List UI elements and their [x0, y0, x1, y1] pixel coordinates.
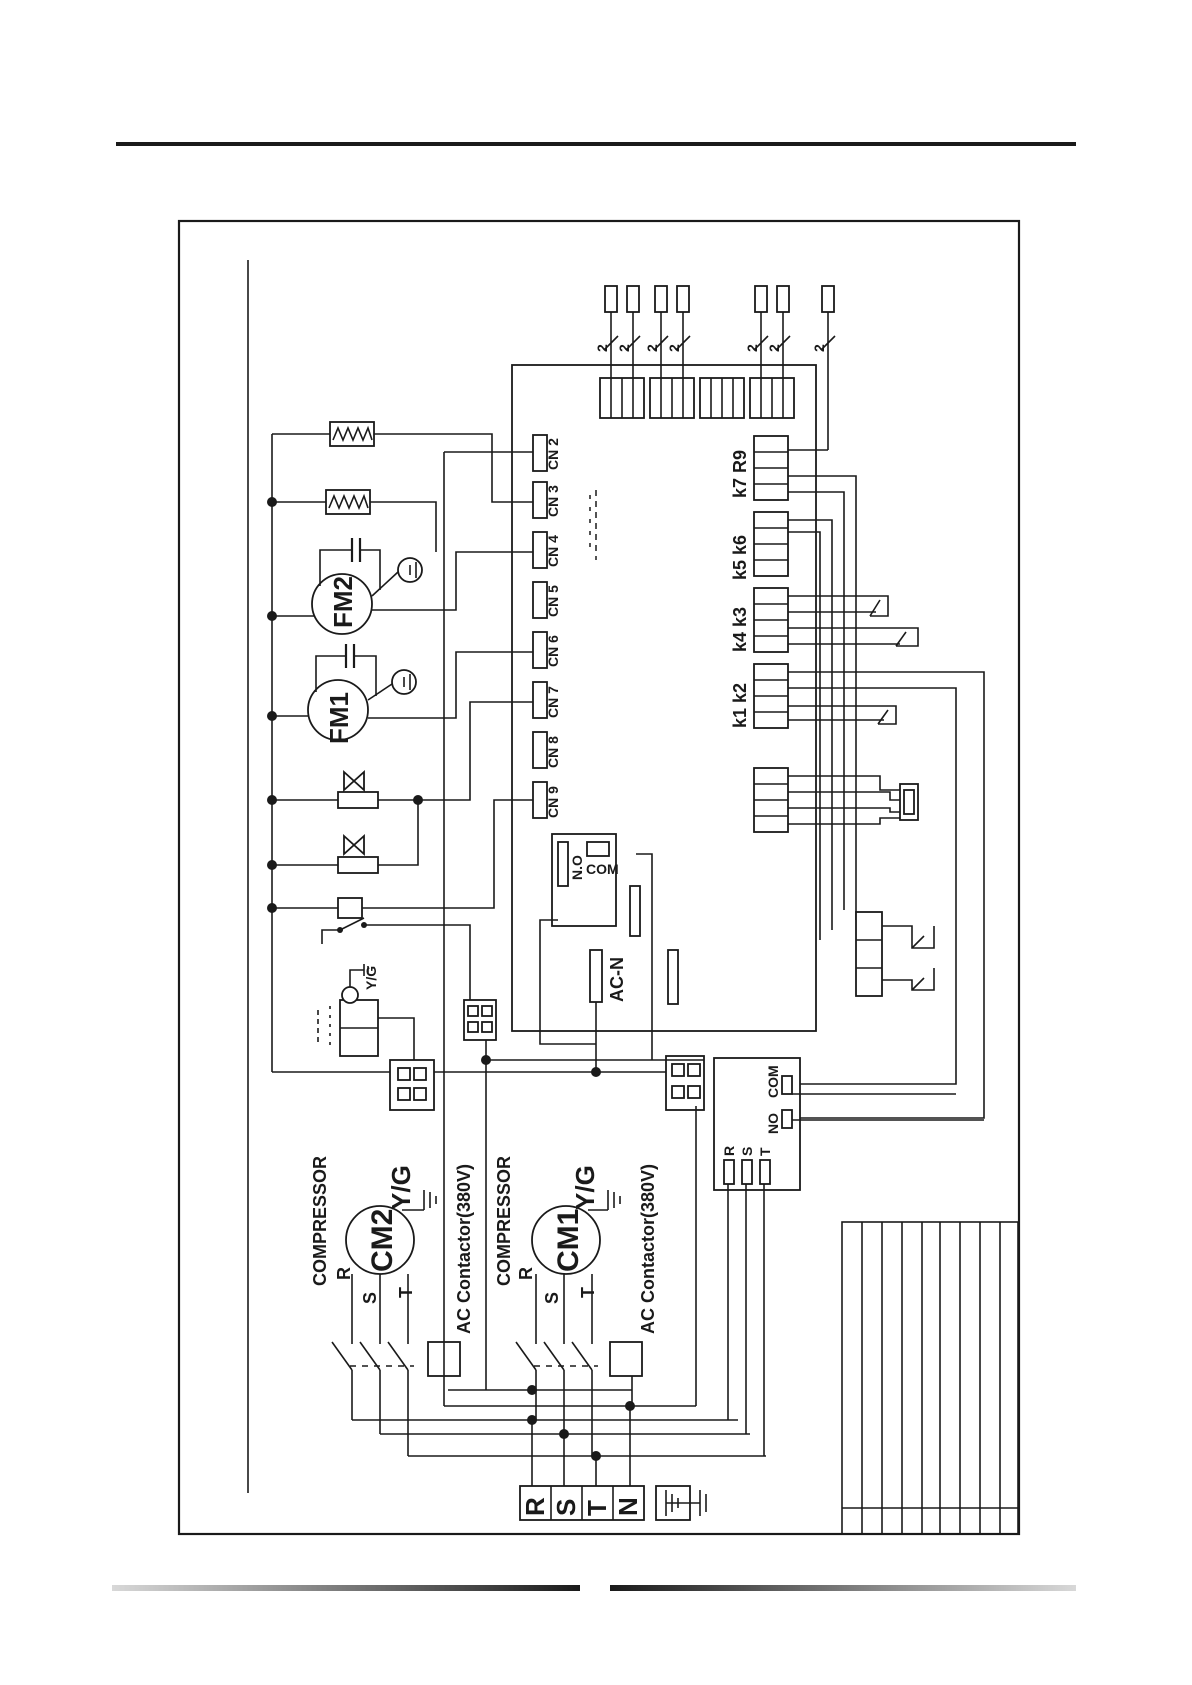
svg-text:2: 2: [744, 344, 760, 352]
connector-cn9: CN 9: [533, 782, 561, 818]
svg-text:R: R: [721, 1146, 737, 1156]
svg-text:2: 2: [616, 344, 632, 352]
svg-text:R: R: [516, 1267, 536, 1280]
connector-cn3: CN 3: [533, 482, 561, 518]
svg-text:COM: COM: [586, 861, 619, 877]
svg-text:CN 9: CN 9: [545, 786, 561, 818]
svg-text:CM1: CM1: [552, 1209, 585, 1272]
connector-cn6: CN 6: [533, 632, 561, 668]
svg-text:k7 R9: k7 R9: [730, 450, 750, 498]
svg-text:R: R: [520, 1497, 550, 1516]
svg-text:S: S: [551, 1499, 581, 1516]
svg-text:CN 6: CN 6: [545, 635, 561, 667]
relay-coil-icon: [272, 800, 533, 1000]
connector-cn5: CN 5: [533, 582, 561, 618]
svg-text:Y/G: Y/G: [363, 966, 379, 990]
svg-text:k1 k2: k1 k2: [730, 683, 750, 728]
svg-text:FM2: FM2: [328, 576, 358, 628]
compressor-cm2: COMPRESSOR CM2 Y/G R S T AC Contactor(38…: [310, 1156, 474, 1376]
connector-cn7: CN 7: [533, 682, 561, 718]
connector-cn4: CN 4: [533, 532, 561, 568]
svg-text:T: T: [757, 1147, 773, 1156]
board-part: [668, 950, 678, 1004]
heater-2-icon: [272, 490, 436, 552]
svg-text:CN 2: CN 2: [545, 438, 561, 470]
svg-text:S: S: [739, 1147, 755, 1156]
legend-grid: [842, 1222, 1018, 1534]
svg-text:FM1: FM1: [324, 692, 354, 744]
svg-text:COMPRESSOR: COMPRESSOR: [494, 1156, 514, 1286]
svg-text:S: S: [542, 1292, 562, 1304]
svg-text:CN 5: CN 5: [545, 585, 561, 617]
svg-text:R: R: [334, 1267, 354, 1280]
svg-text:NO: NO: [765, 1113, 781, 1134]
svg-text:T: T: [582, 1500, 612, 1516]
board-relay: N.O COM: [552, 834, 619, 926]
svg-text:Y/G: Y/G: [570, 1165, 600, 1210]
svg-text:CN 7: CN 7: [545, 686, 561, 718]
control-board: CN 2 CN 3 CN 4 CN 5 CN 6 CN 7 CN 8 CN 9: [512, 286, 835, 1031]
junction-block-1: [390, 1060, 434, 1110]
fan-motor-fm1-icon: FM1: [272, 644, 533, 744]
svg-text:N.O: N.O: [569, 855, 585, 880]
fan-motor-fm2-icon: FM2: [272, 538, 533, 634]
svg-text:COMPRESSOR: COMPRESSOR: [310, 1156, 330, 1286]
connector-cn8: CN 8: [533, 732, 561, 768]
svg-text:CN 4: CN 4: [545, 535, 561, 567]
compressor-cm1: COMPRESSOR CM1 Y/G R S T AC Contactor(38…: [494, 1156, 658, 1376]
svg-text:T: T: [578, 1287, 598, 1298]
heater-1-icon: [272, 422, 533, 502]
svg-text:2: 2: [594, 344, 610, 352]
svg-text:2: 2: [766, 344, 782, 352]
svg-text:CM2: CM2: [366, 1209, 399, 1272]
acn-connector: [590, 950, 602, 1002]
svg-text:CN 3: CN 3: [545, 485, 561, 517]
board-fuse: [630, 886, 640, 936]
svg-text:COM: COM: [765, 1065, 781, 1098]
svg-text:2: 2: [666, 344, 682, 352]
phase-monitor: COM NO R S T: [714, 1058, 800, 1190]
junction-block-3: [666, 1056, 704, 1110]
svg-text:k4 k3: k4 k3: [730, 607, 750, 652]
svg-text:2: 2: [811, 344, 827, 352]
svg-text:AC Contactor(380V): AC Contactor(380V): [454, 1164, 474, 1334]
svg-text:S: S: [360, 1292, 380, 1304]
earth-ground-icon: [656, 1486, 706, 1520]
junction-block-2: [464, 1000, 496, 1040]
svg-text:k5 k6: k5 k6: [730, 535, 750, 580]
main-terminal-block: R S T N: [520, 1486, 644, 1520]
svg-text:N: N: [613, 1497, 643, 1516]
svg-text:AC Contactor(380V): AC Contactor(380V): [638, 1164, 658, 1334]
svg-text:T: T: [396, 1287, 416, 1298]
svg-text:Y/G: Y/G: [386, 1165, 416, 1210]
footer-rule-right: [610, 1585, 1076, 1591]
pump-motor-icon: Y/G: [318, 964, 414, 1062]
connector-cn2: CN 2: [533, 435, 561, 471]
svg-text:2: 2: [644, 344, 660, 352]
footer-rule-left: [112, 1585, 580, 1591]
svg-text:CN 8: CN 8: [545, 736, 561, 768]
solenoid-valve-2-icon: [272, 800, 418, 873]
acn-label: AC-N: [607, 957, 627, 1002]
